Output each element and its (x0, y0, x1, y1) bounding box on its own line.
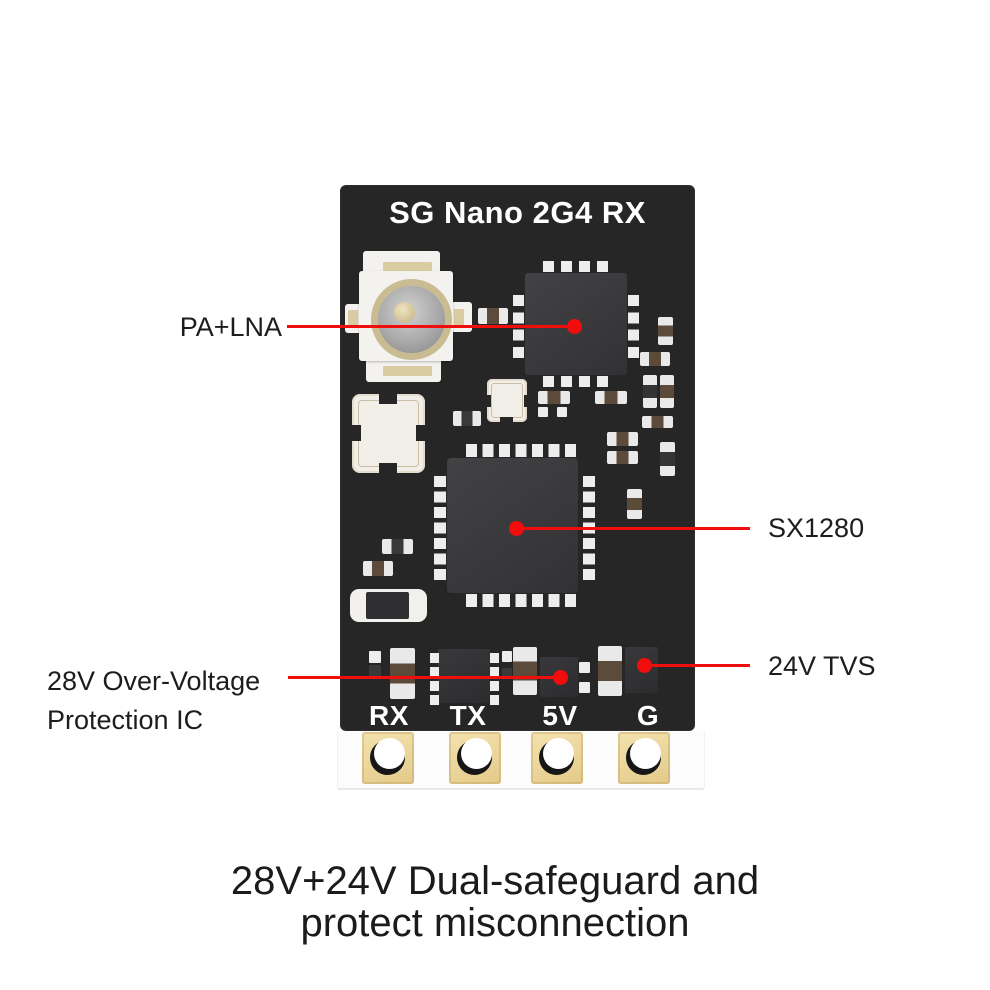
ufl-stripe (454, 309, 464, 326)
ufl-center-pin (394, 302, 415, 323)
caption-line1: 28V+24V Dual-safeguard and (230, 859, 760, 903)
crystal-notch (379, 394, 397, 404)
sx1280-pads-left (434, 476, 446, 580)
annotation-label-tvs: 24V TVS (768, 651, 876, 681)
solder-pad (369, 665, 381, 677)
annotation-line-sx1280 (516, 527, 750, 530)
passive-component (382, 539, 413, 554)
crystal-notch (524, 395, 530, 407)
crystal-notch (416, 425, 425, 441)
passive-component (478, 308, 508, 324)
pin-label-5v: 5V (542, 700, 578, 731)
solder-pad (502, 668, 512, 679)
crystal-notch (500, 417, 513, 424)
sx1280-pads-top (466, 444, 576, 457)
passive-component (595, 391, 627, 404)
passive-component (658, 317, 673, 345)
passive-component (607, 432, 638, 446)
annotation-label-sx1280: SX1280 (768, 513, 865, 543)
solder-hole-pad-5v (531, 732, 583, 784)
crystal-oscillator-small (487, 379, 527, 422)
solder-pad (579, 662, 590, 673)
board-title: SG Nano 2G4 RX (389, 195, 646, 230)
pin-label-rx: RX (369, 700, 409, 731)
annotation-line-pa-lna (287, 325, 575, 328)
annotation-dot-ovp (553, 670, 568, 685)
annotation-line-tvs (644, 664, 750, 667)
passive-component (390, 648, 415, 699)
solder-pad (557, 407, 567, 417)
solder-pad (502, 651, 512, 662)
passive-component (642, 416, 673, 428)
passive-component (538, 391, 570, 404)
power-inductor (350, 589, 427, 622)
passive-component (660, 375, 674, 408)
passive-component (660, 442, 675, 476)
solder-hole-pad-tx (449, 732, 501, 784)
crystal-oscillator (352, 394, 425, 473)
passive-component (453, 411, 481, 426)
pa-lna-pads-top (543, 261, 608, 272)
annotation-label-pa-lna: PA+LNA (179, 312, 282, 342)
passive-component (627, 489, 642, 519)
passive-component (598, 646, 622, 696)
pa-lna-pads-bottom (543, 376, 608, 387)
annotation-dot-pa-lna (567, 319, 582, 334)
through-hole (374, 738, 405, 769)
passive-component (513, 647, 537, 695)
solder-pad (369, 651, 381, 663)
pa-lna-pads-right (628, 295, 639, 358)
annotation-label-ovp-line2: Protection IC (47, 705, 204, 735)
passive-component (363, 561, 393, 576)
annotation-label-ovp-line1: 28V Over-Voltage (47, 666, 261, 696)
through-hole (461, 738, 492, 769)
solder-pad (579, 682, 590, 693)
passive-component (643, 375, 657, 408)
soic-pads-left (430, 653, 439, 705)
solder-hole-pad-g (618, 732, 670, 784)
crystal-notch (379, 463, 397, 473)
ufl-stripe (383, 366, 432, 376)
ufl-stripe (383, 262, 432, 271)
caption: 28V+24V Dual-safeguard and protect misco… (0, 860, 990, 944)
soic-pads-right (490, 653, 499, 705)
pcb-board: SG Nano 2G4 RX (340, 185, 695, 731)
through-hole (630, 738, 661, 769)
sx1280-pads-bottom (466, 594, 576, 607)
passive-component (640, 352, 670, 366)
crystal-notch (352, 425, 361, 441)
pin-label-tx: TX (449, 700, 487, 731)
caption-line2: protect misconnection (300, 901, 690, 945)
annotation-line-ovp (288, 676, 560, 679)
solder-pad (538, 407, 548, 417)
annotation-label-ovp: 28V Over-Voltage Protection IC (47, 662, 260, 740)
ufl-stripe (348, 310, 358, 327)
passive-component (607, 451, 638, 464)
pin-label-g: G (636, 700, 660, 731)
solder-hole-pad-rx (362, 732, 414, 784)
crystal-notch (485, 395, 491, 407)
through-hole (543, 738, 574, 769)
ufl-ring (371, 279, 452, 360)
